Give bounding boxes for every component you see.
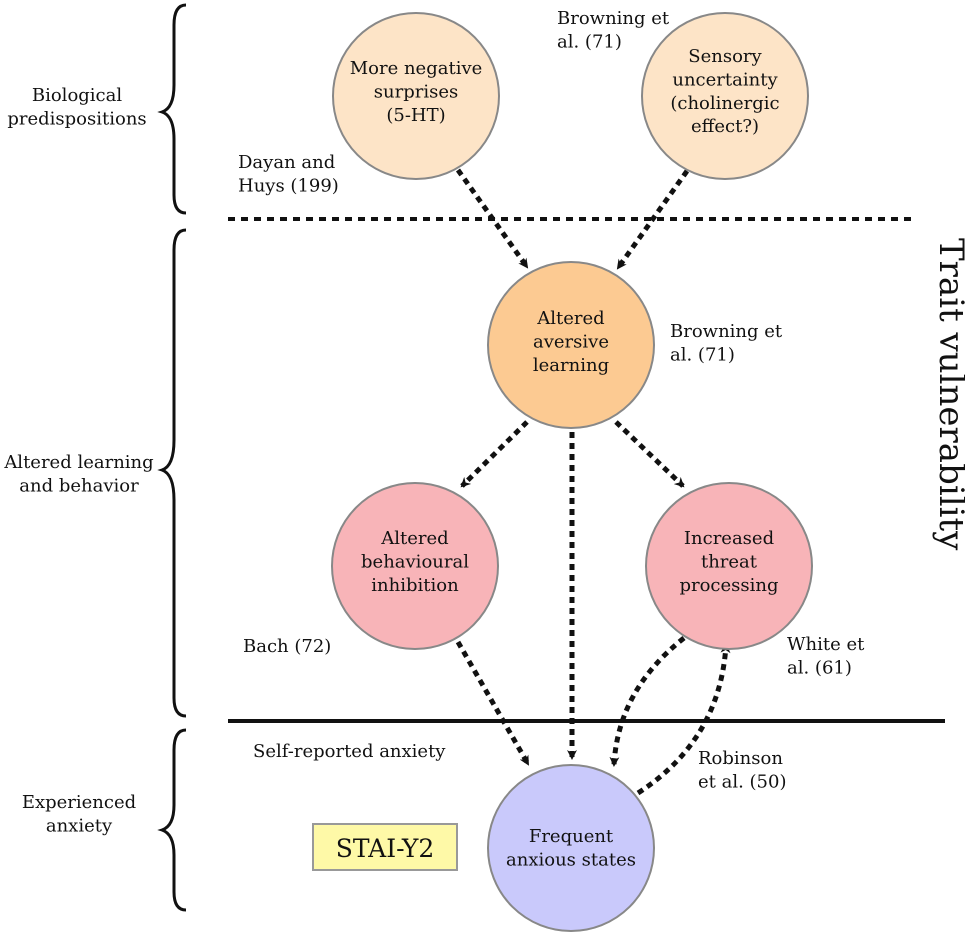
arrow-learning-to-inhibition <box>460 420 529 488</box>
arrow-surprises-to-learning <box>455 168 530 269</box>
stai-y2-box: STAI-Y2 <box>312 823 458 871</box>
self-reported-anxiety-label: Self-reported anxiety <box>253 741 446 762</box>
arrow-uncertainty-to-learning <box>615 169 690 270</box>
brace-biological <box>157 3 187 215</box>
arrow-learning-to-threat <box>614 420 685 488</box>
arrow-inhibition-to-anxious <box>455 640 531 766</box>
trait-vulnerability-title: Trait vulnerability <box>931 238 965 551</box>
arrow-anxious-to-threat <box>636 643 731 796</box>
brace-learning <box>157 228 187 718</box>
stai-y2-label: STAI-Y2 <box>336 834 434 863</box>
brace-experienced <box>157 728 187 912</box>
arrow-threat-to-anxious <box>609 636 686 767</box>
citation-bach: Bach (72) <box>243 636 331 657</box>
